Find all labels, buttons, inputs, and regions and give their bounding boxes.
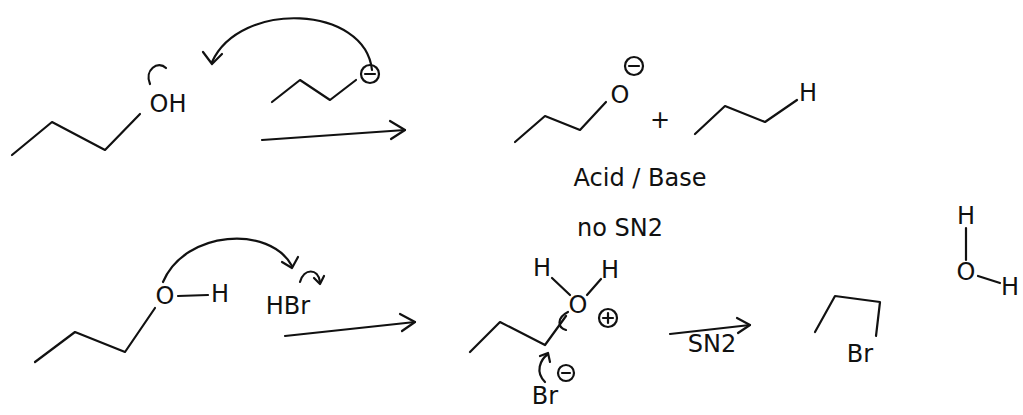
alkyl-chain bbox=[515, 102, 606, 142]
alkyl-chain bbox=[470, 316, 566, 352]
alkyl-chain bbox=[12, 114, 140, 155]
arrow-head bbox=[540, 353, 550, 362]
alkyl-chain bbox=[35, 308, 155, 362]
chem-label: no SN2 bbox=[577, 216, 663, 240]
bond bbox=[965, 228, 967, 260]
arrow-head bbox=[400, 314, 415, 331]
chem-label: Acid / Base bbox=[574, 166, 707, 190]
chem-label: Br bbox=[532, 384, 558, 408]
reaction-arrow bbox=[262, 130, 405, 140]
curved-arrow bbox=[212, 18, 372, 70]
chem-label: H bbox=[211, 282, 229, 306]
chem-label: + bbox=[650, 108, 670, 132]
chem-label: O bbox=[611, 83, 630, 107]
charge-symbol bbox=[599, 309, 617, 327]
charge-symbol bbox=[629, 65, 639, 67]
reaction-arrow bbox=[285, 322, 415, 336]
charge-symbol bbox=[558, 365, 574, 381]
alkyl-chain bbox=[272, 80, 356, 102]
curved-arrow bbox=[560, 312, 569, 330]
curved-arrow bbox=[149, 65, 166, 84]
chem-label: H bbox=[957, 204, 975, 228]
chem-label: O bbox=[569, 293, 588, 317]
chem-label: H bbox=[799, 81, 817, 105]
chem-label: H bbox=[533, 256, 551, 280]
charge-symbol bbox=[625, 57, 643, 75]
arrow-head bbox=[737, 318, 750, 333]
chem-label: O bbox=[957, 260, 976, 284]
chem-label: H bbox=[601, 258, 619, 282]
curved-arrow bbox=[539, 354, 548, 382]
charge-symbol bbox=[361, 65, 379, 83]
arrow-head bbox=[390, 121, 405, 139]
bond bbox=[178, 295, 208, 296]
chem-label: Br bbox=[847, 342, 873, 366]
chem-label: SN2 bbox=[688, 332, 736, 356]
alkyl-chain bbox=[695, 100, 797, 134]
charge-symbol bbox=[365, 73, 375, 75]
bond bbox=[552, 278, 570, 295]
bond bbox=[978, 276, 1000, 283]
arrow-head bbox=[203, 52, 222, 64]
charge-symbol bbox=[607, 313, 609, 323]
chem-label: O bbox=[156, 284, 175, 308]
bond bbox=[587, 279, 601, 295]
charge-symbol bbox=[562, 372, 570, 374]
chem-label: HBr bbox=[266, 294, 310, 318]
curved-arrow bbox=[163, 239, 292, 282]
arrow-head bbox=[282, 257, 298, 268]
arrow-head bbox=[314, 276, 324, 284]
alkyl-chain bbox=[815, 296, 880, 336]
chem-label: OH bbox=[150, 92, 187, 116]
chem-label: H bbox=[1001, 275, 1019, 299]
